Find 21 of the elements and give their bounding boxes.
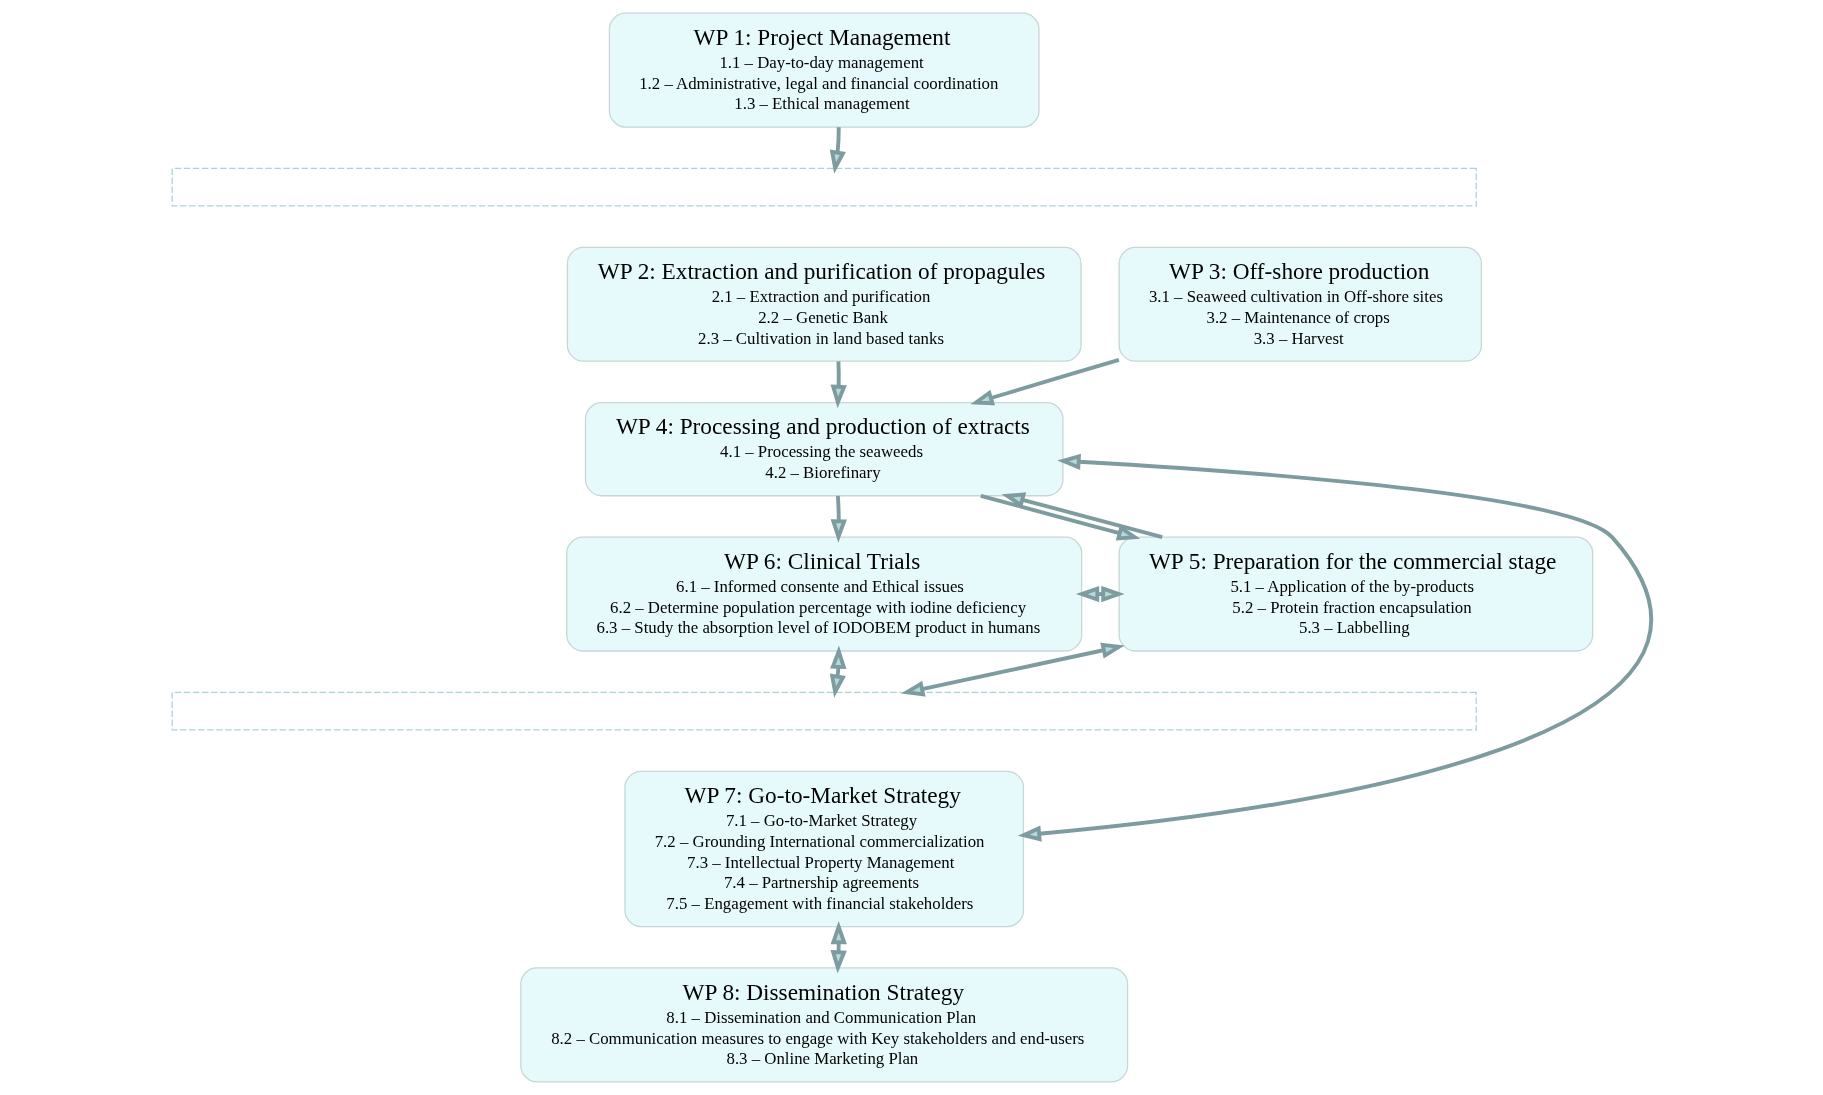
node-box: WP 4: Processing and production of extracts 4.1 – Processing the seaweeds 4.2 – Biorefinary [584,401,1064,497]
node-box: WP 1: Project Management 1.1 – Day-to-day management 1.2 – Administrative, legal and financial coordination 1.3 – Ethical management [608,12,1040,128]
node-box [171,691,1477,731]
arrow [829,127,846,174]
arrow [900,642,1125,697]
arrow [969,357,1119,406]
arrow [1001,492,1163,539]
arrow [1017,453,1652,842]
arrow [1075,585,1125,603]
node-box: WP 7: Go-to-Market Strategy 7.1 – Go-to-Market Strategy 7.2 – Grounding International commercialization 7.3 – Intellectual Property Management 7.4 – Partnership agreements 7.5 – Engagement with financial stakeholders [623,770,1024,928]
node-box: WP 5: Preparation for the commercial stage 5.1 – Application of the by-products 5.2 – Protein fraction encapsulation 5.3 – Labbelling [1118,536,1593,652]
arrow [829,645,846,698]
node-box: WP 6: Clinical Trials 6.1 – Informed consente and Ethical issues 6.2 – Determine population percentage with iodine deficiency 6.3 – Study the absorption level of IODOBEM product in humans [565,536,1082,652]
arrow [979,493,1140,541]
arrow [830,361,847,409]
arrow [829,920,847,974]
node-box: WP 2: Extraction and purification of propagules 2.1 – Extraction and purification 2.2 – Genetic Bank 2.3 – Cultivation in land based tanks [566,246,1082,362]
node-box: WP 3: Off-shore production 3.1 – Seaweed cultivation in Off-shore sites 3.2 – Maintenance of crops 3.3 – Harvest [1118,246,1482,362]
node-box [171,167,1477,207]
arrow [830,495,847,543]
node-box: WP 8: Dissemination Strategy 8.1 – Dissemination and Communication Plan 8.2 – Communication measures to engage with Key stakeholders and end-users 8.3 – Online Marketing Plan [519,967,1128,1083]
